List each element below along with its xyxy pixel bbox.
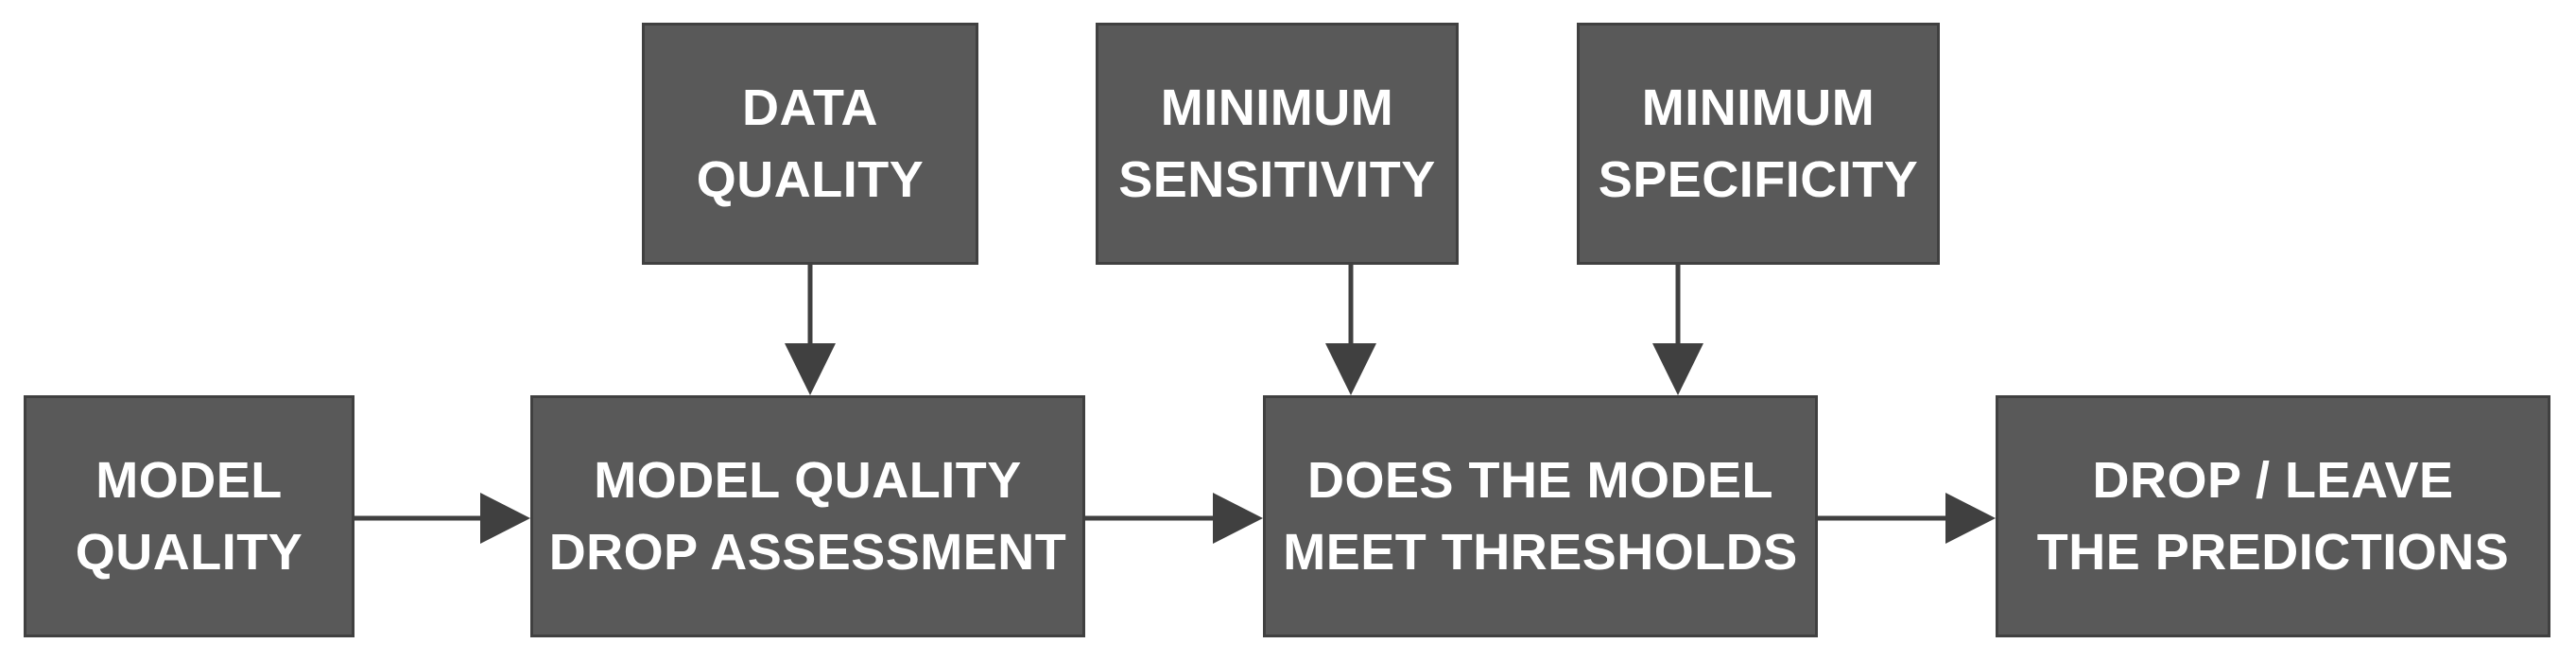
minimum-specificity-line-1: MINIMUM <box>1641 79 1876 136</box>
meet-thresholds-box: DOES THE MODEL MEET THRESHOLDS <box>1263 395 1818 637</box>
drop-assessment-box: MODEL QUALITY DROP ASSESSMENT <box>530 395 1085 637</box>
minimum-sensitivity-line-2: SENSITIVITY <box>1118 151 1436 208</box>
arrow-data-quality-to-assessment <box>785 265 836 395</box>
drop-assessment-line-2: DROP ASSESSMENT <box>548 524 1067 581</box>
minimum-specificity-box: MINIMUM SPECIFICITY <box>1577 23 1940 265</box>
model-quality-line-1: MODEL <box>95 452 283 509</box>
arrow-assessment-to-thresholds <box>1085 493 1263 544</box>
model-quality-line-2: QUALITY <box>75 524 303 581</box>
minimum-specificity-line-2: SPECIFICITY <box>1598 151 1919 208</box>
drop-leave-box: DROP / LEAVE THE PREDICTIONS <box>1996 395 2550 637</box>
data-quality-line-1: DATA <box>742 79 878 136</box>
drop-assessment-line-1: MODEL QUALITY <box>594 452 1022 509</box>
drop-leave-line-1: DROP / LEAVE <box>2092 452 2454 509</box>
data-quality-line-2: QUALITY <box>696 151 925 208</box>
meet-thresholds-line-1: DOES THE MODEL <box>1306 452 1774 509</box>
arrow-model-quality-to-assessment <box>354 493 530 544</box>
minimum-sensitivity-line-1: MINIMUM <box>1160 79 1394 136</box>
minimum-sensitivity-box: MINIMUM SENSITIVITY <box>1096 23 1459 265</box>
arrow-specificity-to-thresholds <box>1652 265 1703 395</box>
meet-thresholds-line-2: MEET THRESHOLDS <box>1283 524 1798 581</box>
drop-leave-line-2: THE PREDICTIONS <box>2036 524 2510 581</box>
arrow-sensitivity-to-thresholds <box>1325 265 1376 395</box>
data-quality-box: DATA QUALITY <box>642 23 978 265</box>
model-quality-box: MODEL QUALITY <box>24 395 354 637</box>
arrow-thresholds-to-drop-leave <box>1818 493 1996 544</box>
